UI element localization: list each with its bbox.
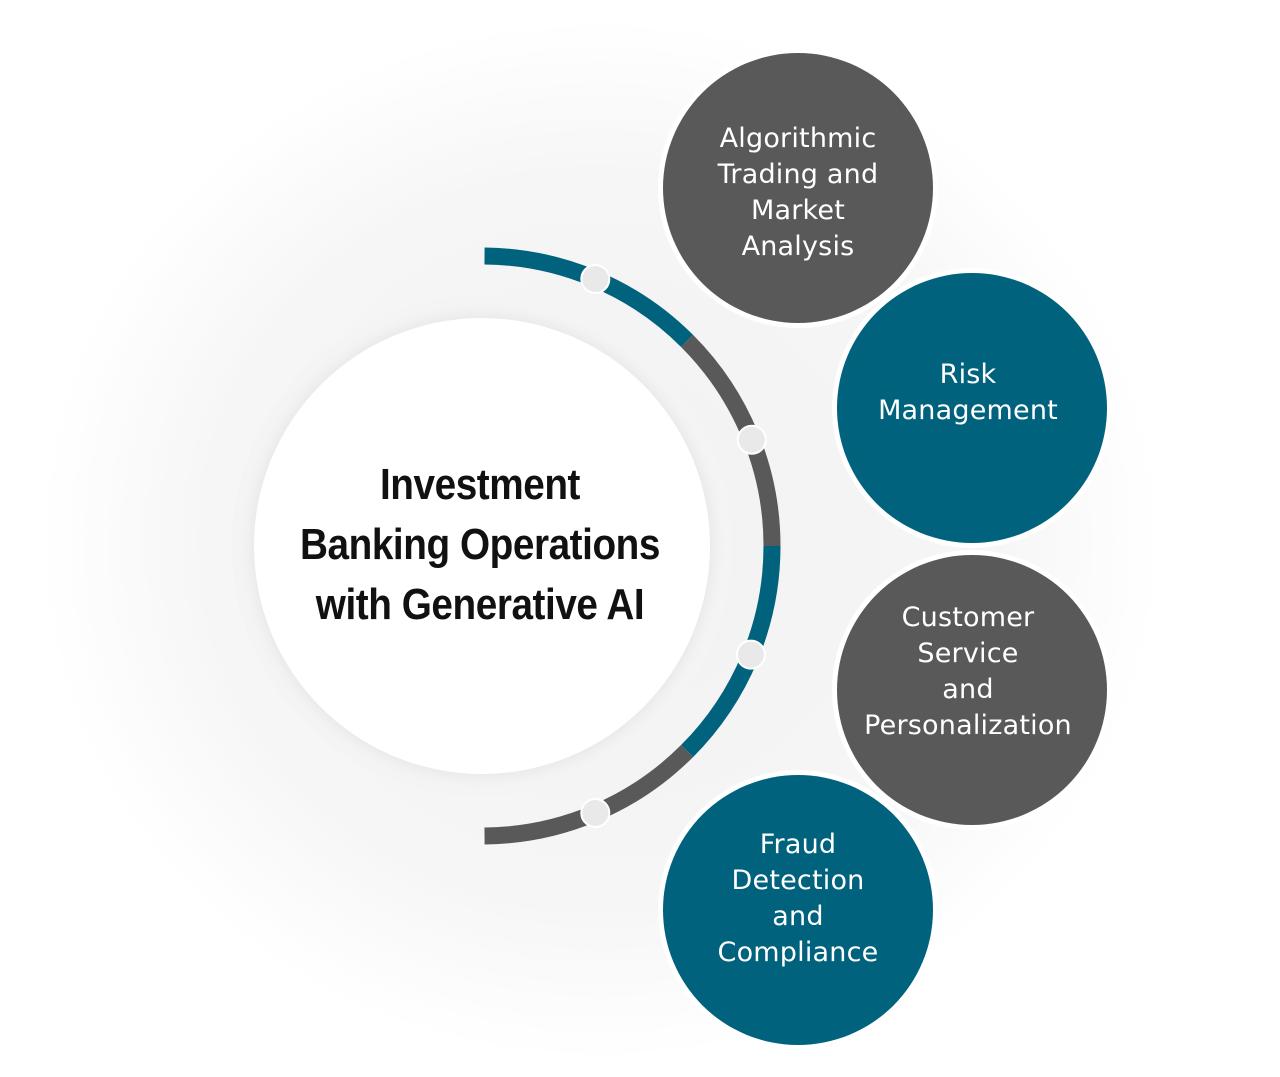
- node-label-line: Management: [878, 395, 1058, 426]
- node-circle-customer-service: [837, 555, 1107, 825]
- node-label-line: Service: [917, 638, 1019, 669]
- node-label-line: Detection: [731, 865, 865, 896]
- center-title-line-2: Banking Operations: [299, 520, 660, 569]
- node-circles: [658, 48, 1112, 1050]
- node-circle-algorithmic-trading: [663, 53, 933, 323]
- node-circle-risk-management: [837, 273, 1107, 543]
- node-label-line: Risk: [939, 359, 997, 390]
- node-label-line: Compliance: [717, 937, 879, 968]
- arc-dot-2: [736, 424, 767, 455]
- node-label-line: Trading and: [717, 159, 879, 190]
- node-label-fraud-detection: Fraud Detection and Compliance: [663, 827, 933, 971]
- node-label-line: Fraud: [759, 829, 837, 860]
- node-label-line: and: [772, 901, 824, 932]
- node-circle-fraud-detection: [663, 775, 933, 1045]
- node-label-risk-management: Risk Management: [833, 357, 1103, 429]
- node-label-line: and: [942, 674, 994, 705]
- node-label-line: Analysis: [741, 231, 855, 262]
- arc-dot-3: [735, 639, 766, 670]
- center-title-line-3: with Generative AI: [315, 580, 645, 629]
- arc-dot-1: [580, 264, 611, 295]
- center-circle: [254, 318, 710, 774]
- node-label-customer-service: Customer Service and Personalization: [833, 600, 1103, 744]
- node-label-line: Personalization: [864, 710, 1072, 741]
- center-title-line-1: Investment: [379, 460, 581, 509]
- node-label-line: Customer: [901, 602, 1035, 633]
- node-label-algorithmic-trading: Algorithmic Trading and Market Analysis: [663, 121, 933, 265]
- connector-dots: [580, 264, 767, 828]
- node-label-line: Algorithmic: [719, 123, 877, 154]
- center-title: Investment Banking Operations with Gener…: [282, 455, 678, 635]
- arc-dot-4: [580, 797, 611, 828]
- node-label-line: Market: [750, 195, 845, 226]
